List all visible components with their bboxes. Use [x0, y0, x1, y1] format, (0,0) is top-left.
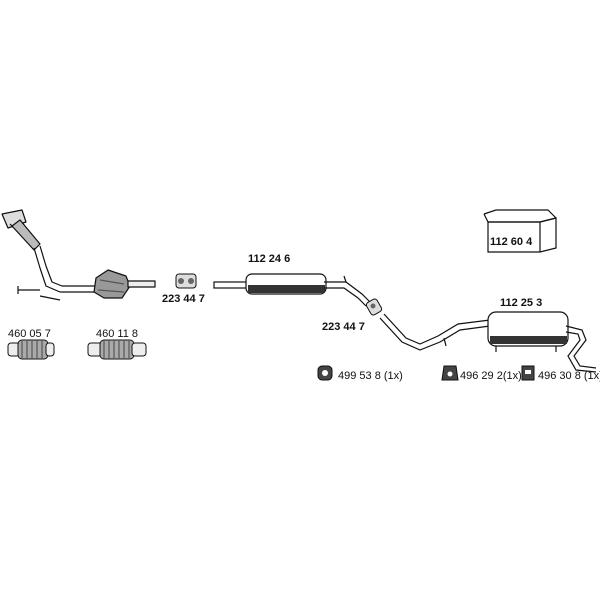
flex-pipe-2[interactable]	[87, 339, 147, 360]
rubber-mount-1-label: 499 53 8 (1x)	[338, 370, 403, 382]
mounting-kit-label: 112 60 4	[490, 236, 533, 248]
rubber-mount-3[interactable]	[521, 365, 535, 381]
rear-silencer[interactable]	[379, 311, 597, 373]
rubber-mount-1[interactable]	[317, 365, 333, 381]
rubber-mount-2[interactable]	[441, 365, 459, 381]
mounting-kit-box[interactable]	[483, 209, 557, 253]
flex-pipe-1-label: 460 05 7	[8, 328, 51, 340]
connector-1[interactable]	[175, 273, 197, 289]
connector-2-label: 223 44 7	[322, 321, 365, 333]
rear-silencer-label: 112 25 3	[500, 297, 542, 309]
rubber-mount-3-label: 496 30 8 (1x)	[538, 370, 600, 382]
front-pipe-with-catalytic-converter[interactable]	[1, 209, 156, 301]
flex-pipe-1[interactable]	[7, 339, 55, 360]
middle-silencer-label: 112 24 6	[248, 253, 290, 265]
rubber-mount-2-label: 496 29 2(1x)	[460, 370, 522, 382]
middle-silencer[interactable]	[213, 273, 371, 307]
flex-pipe-2-label: 460 11 8	[96, 328, 138, 340]
connector-1-label: 223 44 7	[162, 293, 205, 305]
connector-2[interactable]	[365, 298, 383, 316]
